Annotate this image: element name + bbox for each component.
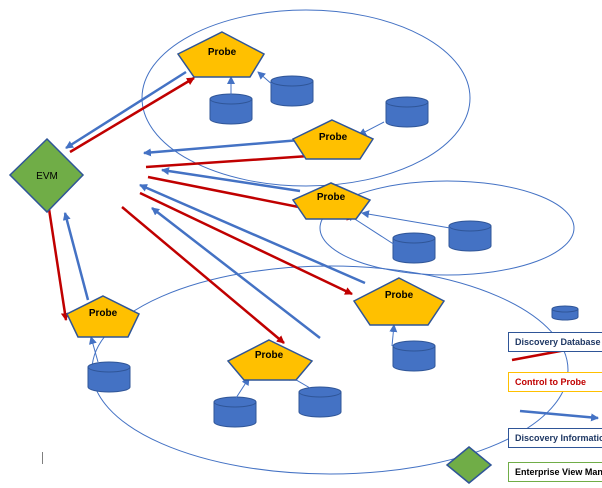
database-icon [270,75,314,107]
legend-control-to-probe-label: Control to Probe [515,377,586,387]
probe-label: Probe [255,350,284,361]
database-icon [392,232,436,264]
discovery-information-arrows [62,70,366,339]
probe-label: Probe [319,132,348,143]
legend-info-arrow-icon [519,409,599,422]
text-cursor [42,452,43,464]
database-icon [213,396,257,428]
database-connectors [89,71,451,399]
database-icon [392,340,436,372]
probe-top-right: Probe [291,119,375,160]
cluster-bottom [91,265,569,475]
probe-middle-right: Probe [291,182,372,220]
probe-label: Probe [385,290,414,301]
legend-discovery-database-label: Discovery Database [515,337,601,347]
cluster-top [141,9,471,187]
probe-label: Probe [89,308,118,319]
probe-bottom-right: Probe [352,277,446,326]
legend-control-to-probe: Control to Probe [508,372,602,392]
legend-evm-icon [445,446,493,484]
probe-top: Probe [176,31,266,78]
legend-database-icon [551,305,579,321]
database-icon [209,93,253,125]
legend-discovery-information-label: Discovery Information [515,433,602,443]
probe-label: Probe [317,192,346,203]
database-icon [385,96,429,128]
evm-label: EVM [36,171,58,182]
legend-enterprise-view-manager-label: Enterprise View Manager [515,467,602,477]
legend-discovery-information: Discovery Information [508,428,602,448]
database-icon [298,386,342,418]
database-icon [87,361,131,393]
legend-enterprise-view-manager: Enterprise View Manager [508,462,602,482]
cluster-right [319,180,575,276]
database-icon [448,220,492,252]
probe-bottom-left: Probe [66,295,140,338]
probe-bottom-center: Probe [226,339,314,381]
evm-node: EVM [8,137,85,214]
probe-label: Probe [208,47,237,58]
legend-discovery-database: Discovery Database [508,332,602,352]
